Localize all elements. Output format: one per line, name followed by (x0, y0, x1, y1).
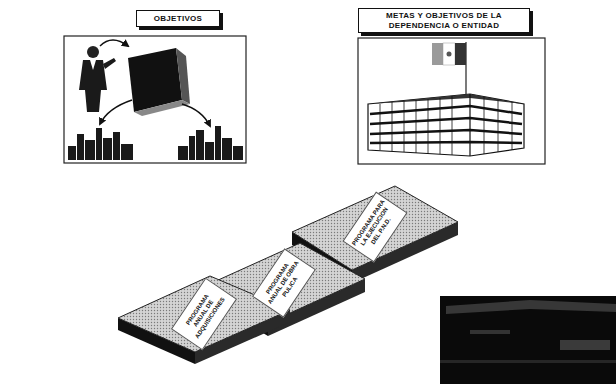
government-building (368, 94, 524, 156)
building (103, 138, 112, 160)
text-group: METAS Y OBJETIVOS DE LA DEPENDENCIA O EN… (362, 11, 526, 31)
building (178, 146, 188, 160)
building (222, 138, 232, 160)
building (196, 130, 204, 160)
picture-frame (64, 36, 246, 163)
label-text: METAS Y OBJETIVOS DE LA DEPENDENCIA O EN… (362, 11, 526, 31)
header-box: OBJETIVOS (136, 10, 220, 27)
building (77, 134, 84, 160)
building (85, 140, 95, 160)
building (113, 132, 120, 160)
flag-stripe (455, 43, 466, 65)
flag-stripe (443, 43, 455, 65)
window-band (370, 130, 522, 134)
building (215, 126, 221, 160)
arrow (182, 104, 210, 126)
book-side (176, 48, 190, 104)
building (68, 146, 76, 160)
building (233, 146, 243, 160)
flag-emblem (447, 52, 452, 57)
header-box: METAS Y OBJETIVOS DE LA DEPENDENCIA O EN… (358, 8, 530, 33)
photo-area (440, 296, 616, 384)
building-corner (469, 94, 470, 156)
flag-stripe (432, 43, 443, 65)
building-roof (368, 94, 524, 104)
window-mullions (380, 96, 512, 155)
photo-streak (560, 340, 610, 350)
photo-streak (470, 330, 510, 334)
man-head (87, 46, 99, 58)
dark-photo (440, 296, 616, 384)
window-band (370, 142, 522, 143)
city-skyline (68, 128, 133, 160)
book-pages (134, 100, 190, 116)
man-figure (79, 46, 116, 112)
building (189, 136, 195, 160)
photo-streak (446, 300, 616, 314)
building (121, 144, 133, 160)
book-symbol (128, 48, 190, 116)
man-body (79, 60, 107, 112)
picture-frame (358, 38, 545, 164)
arrow (100, 40, 128, 46)
city-skyline (178, 126, 243, 160)
text-group: OBJETIVOS (154, 14, 203, 24)
building-outline (368, 94, 524, 156)
window-band (370, 118, 522, 124)
man-shirt (90, 60, 96, 70)
building (96, 128, 102, 160)
man-arm (103, 58, 116, 69)
arrow (100, 100, 132, 124)
label-text: OBJETIVOS (154, 14, 203, 24)
photo-streak (440, 360, 616, 363)
mexican-flag (432, 42, 466, 98)
window-band (370, 106, 522, 114)
building (205, 142, 214, 160)
